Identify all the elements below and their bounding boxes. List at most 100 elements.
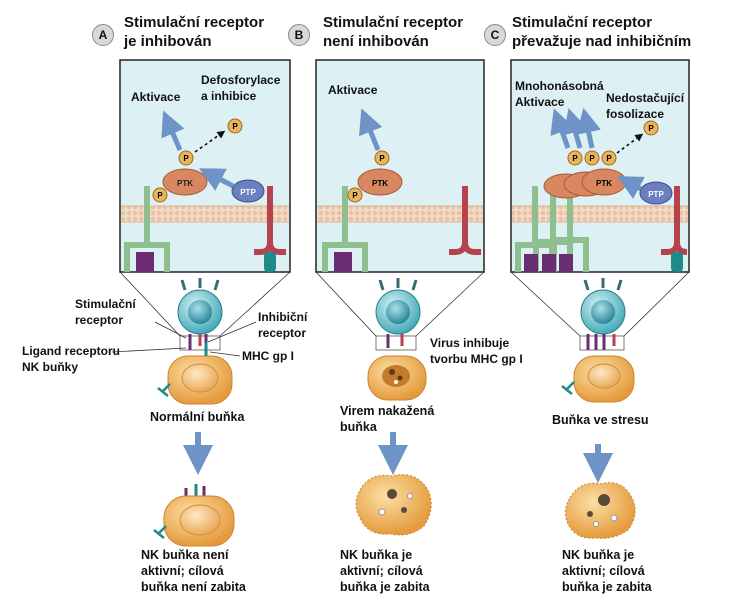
- inset-b-activation: Aktivace: [328, 83, 378, 97]
- ptp-arrow: [198, 168, 235, 191]
- inset-c-insuff-line2: fosolizace: [606, 107, 665, 121]
- phosphate: P: [152, 187, 168, 203]
- stimulatory-receptor: [322, 186, 368, 272]
- stim-receptor-label-line2: receptor: [75, 313, 124, 327]
- inset-a-dephos-line2: a inhibice: [201, 89, 257, 103]
- panel-b-cell-caption-line1: Virem nakažená: [340, 404, 435, 418]
- panel-b-title-line2: není inhibován: [323, 33, 429, 50]
- mhc: [671, 252, 683, 272]
- ligand-label-line2: NK buňky: [22, 360, 79, 374]
- killed-cell: [564, 482, 636, 539]
- panel-a: PTK PTP P P P: [119, 59, 291, 547]
- panel-a-outcome-line2: aktivní; cílová: [141, 564, 224, 578]
- panel-b-cell-caption-line2: buňka: [340, 420, 377, 434]
- ptp-enzyme: [231, 179, 265, 203]
- phosphate: P: [601, 150, 617, 166]
- phosphate: P: [584, 150, 600, 166]
- phosphate: P: [643, 120, 659, 136]
- panel-a-title-line1: Stimulační receptor: [124, 14, 265, 31]
- outcome-cells: [153, 484, 235, 547]
- panel-c-outcome-line2: aktivní; cílová: [562, 564, 645, 578]
- activation-arrow: [576, 107, 601, 149]
- panel-b-badge: B: [288, 24, 310, 46]
- inset-a-dephos-line1: Defosforylace: [201, 73, 281, 87]
- normal-target-cell: [157, 342, 233, 405]
- nk-cell: [177, 278, 223, 335]
- panel-c-outcome-line1: NK buňka je: [562, 548, 635, 562]
- ligand-label-line1: Ligand receptoru: [22, 344, 121, 358]
- inhib-receptor-label-line1: Inhibiční: [258, 310, 308, 324]
- ptk-label: PTK: [372, 179, 388, 188]
- ptp-arrow: [616, 176, 645, 199]
- mhc-label: MHC gp I: [242, 349, 294, 363]
- activation-arrow: [161, 110, 185, 151]
- svg-text:P: P: [648, 124, 654, 133]
- ptk-label: PTK: [177, 179, 193, 188]
- inset-c-insuff-line1: Nedostačující: [606, 91, 685, 105]
- inset-c-multi-line2: Aktivace: [515, 95, 565, 109]
- ptk-enzyme: [357, 168, 403, 196]
- activation-arrow: [359, 108, 383, 151]
- inhibitory-receptor: [661, 186, 688, 255]
- panel-a-outcome-line1: NK buňka není: [141, 548, 229, 562]
- inset-c: PTK PTP P P P P: [510, 59, 690, 273]
- panel-c-badge: C: [484, 24, 506, 46]
- stressed-target-cell: [561, 355, 635, 403]
- panel-b-outcome-line2: aktivní; cílová: [340, 564, 423, 578]
- panel-a-title-line2: je inhibován: [124, 33, 212, 50]
- panel-b-outcome-line3: buňka je zabita: [340, 580, 430, 594]
- ligand: [136, 252, 154, 272]
- inset-c-multi-line1: Mnohonásobná: [515, 79, 604, 93]
- panel-a-badge: A: [92, 24, 114, 46]
- nk-cell: [580, 278, 626, 335]
- panel-b-outcome-line1: NK buňka je: [340, 548, 413, 562]
- inhibitory-receptor: [449, 186, 481, 255]
- phosphate: P: [178, 150, 194, 166]
- ligand: [559, 254, 573, 272]
- inset-b: PTK P P: [315, 59, 485, 273]
- panel-b: PTK P P: [315, 59, 485, 536]
- ligand: [334, 252, 352, 272]
- phosphate: P: [374, 150, 390, 166]
- panel-a-cell-caption: Normální buňka: [150, 410, 245, 424]
- mhc: [264, 252, 276, 272]
- stim-receptor-label-line1: Stimulační: [75, 297, 136, 311]
- virus-label-line2: tvorbu MHC gp I: [430, 352, 523, 366]
- ligand: [542, 254, 556, 272]
- panel-c-outcome-line3: buňka je zabita: [562, 580, 652, 594]
- activation-arrow: [550, 108, 574, 149]
- panel-c-cell-caption: Buňka ve stresu: [552, 413, 649, 427]
- svg-text:P: P: [606, 154, 612, 163]
- inset-a-activation: Aktivace: [131, 90, 181, 104]
- phosphate: P: [227, 118, 243, 134]
- panel-c-title-line2: převažuje nad inhibičním: [512, 33, 692, 50]
- ptp-label: PTP: [240, 188, 256, 197]
- virus-label-line1: Virus inhibuje: [430, 336, 510, 350]
- inset-a: PTK PTP P P P: [119, 59, 291, 273]
- inhib-receptor-label-line2: receptor: [258, 326, 307, 340]
- svg-text:P: P: [183, 154, 189, 163]
- ligand: [524, 254, 538, 272]
- phosphate: P: [567, 150, 583, 166]
- dephosphorylation-arrow: [616, 133, 644, 154]
- svg-text:P: P: [232, 122, 238, 131]
- svg-text:P: P: [352, 191, 358, 200]
- phosphate: P: [347, 187, 363, 203]
- svg-text:P: P: [572, 154, 578, 163]
- panel-a-outcome-line3: buňka není zabita: [141, 580, 246, 594]
- panel-c: PTK PTP P P P P: [510, 59, 690, 539]
- ptp-label: PTP: [648, 190, 664, 199]
- infected-target-cell: [367, 355, 427, 401]
- ptk-label: PTK: [596, 179, 612, 188]
- killed-cell: [355, 474, 432, 536]
- stimulatory-receptor: [124, 186, 170, 272]
- panel-c-title-line1: Stimulační receptor: [512, 14, 653, 31]
- activation-arrow: [563, 107, 588, 149]
- panel-b-title-line1: Stimulační receptor: [323, 14, 464, 31]
- svg-text:P: P: [379, 154, 385, 163]
- nk-cell: [375, 278, 421, 335]
- svg-text:P: P: [589, 154, 595, 163]
- inhibitory-receptor: [254, 186, 286, 255]
